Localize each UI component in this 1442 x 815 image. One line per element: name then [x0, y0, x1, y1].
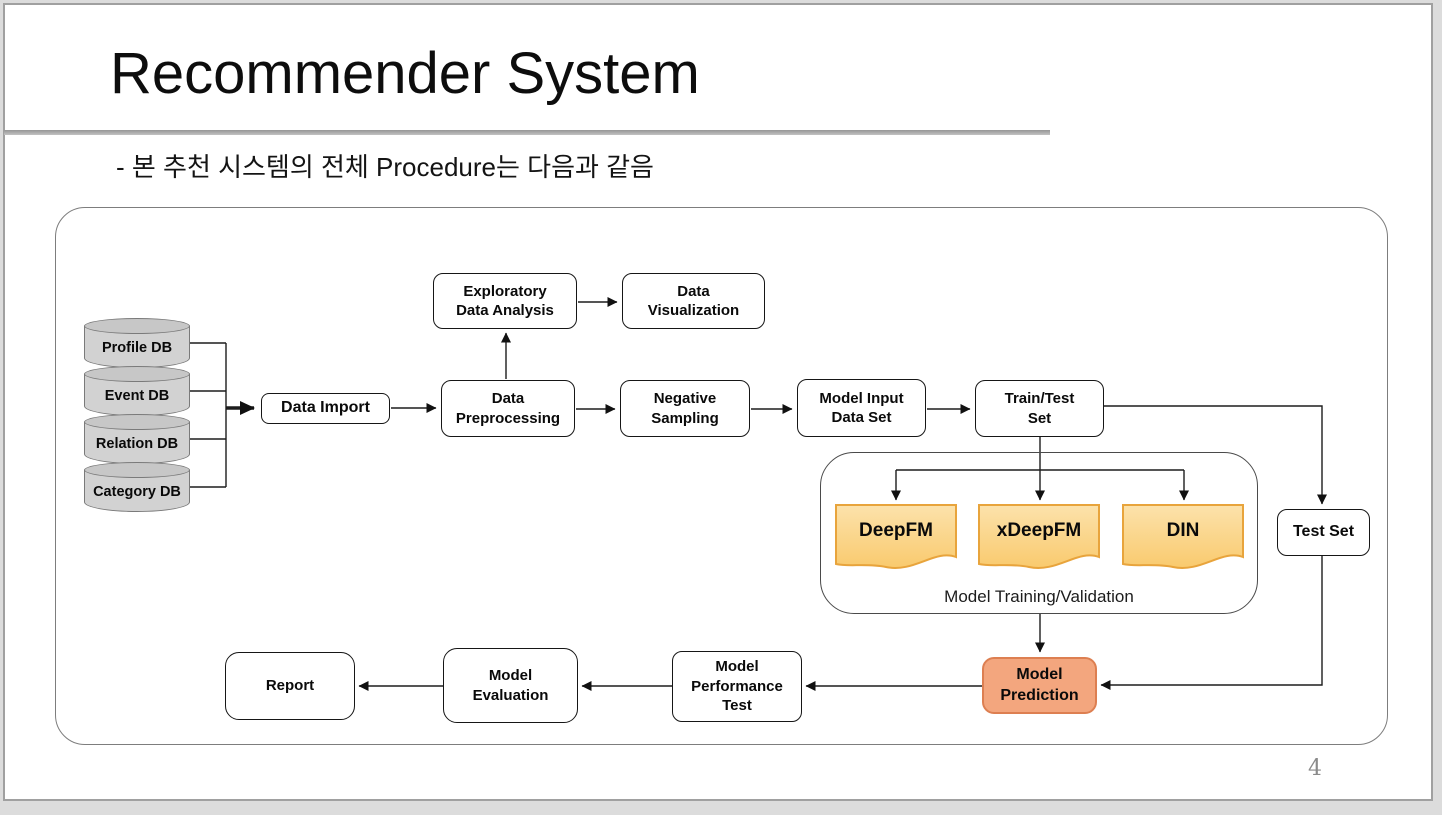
- node-train-test-set: Train/Test Set: [975, 380, 1104, 437]
- node-data-visualization: Data Visualization: [622, 273, 765, 329]
- node-data-preprocessing: Data Preprocessing: [441, 380, 575, 437]
- node-model-performance-test: Model Performance Test: [672, 651, 802, 722]
- slide-subtitle: - 본 추천 시스템의 전체 Procedure는 다음과 같음: [116, 152, 654, 182]
- node-data-import: Data Import: [261, 393, 390, 424]
- model-name: DIN: [1166, 520, 1200, 541]
- database-profile: Profile DB: [84, 318, 190, 368]
- node-model-evaluation: Model Evaluation: [443, 648, 578, 723]
- model-name: DeepFM: [859, 520, 933, 541]
- database-label: Event DB: [104, 388, 170, 404]
- node-report: Report: [225, 652, 355, 720]
- model-doc-deepfm: DeepFM: [835, 504, 957, 574]
- cylinder-top: [84, 414, 190, 430]
- node-model-input-data-set: Model Input Data Set: [797, 379, 926, 437]
- database-label: Profile DB: [101, 340, 173, 356]
- document-shape: [835, 504, 957, 569]
- node-exploratory-data-analysis: Exploratory Data Analysis: [433, 273, 577, 329]
- model-doc-xdeepfm: xDeepFM: [978, 504, 1100, 574]
- database-relation: Relation DB: [84, 414, 190, 464]
- page-number: 4: [1308, 756, 1322, 781]
- page-title: Recommender System: [110, 41, 700, 106]
- document-shape: [978, 504, 1100, 569]
- node-model-prediction: Model Prediction: [982, 657, 1097, 714]
- cylinder-top: [84, 366, 190, 382]
- database-label: Category DB: [93, 484, 181, 500]
- training-group-label: Model Training/Validation: [944, 587, 1134, 606]
- model-name: xDeepFM: [996, 520, 1082, 541]
- cylinder-top: [84, 462, 190, 478]
- title-divider: [4, 130, 1050, 135]
- database-event: Event DB: [84, 366, 190, 416]
- model-training-validation-group: Model Training/Validation: [820, 452, 1258, 614]
- cylinder-top: [84, 318, 190, 334]
- document-shape: [1122, 504, 1244, 569]
- database-category: Category DB: [84, 462, 190, 512]
- node-test-set: Test Set: [1277, 509, 1370, 556]
- node-negative-sampling: Negative Sampling: [620, 380, 750, 437]
- model-doc-din: DIN: [1122, 504, 1244, 574]
- database-label: Relation DB: [95, 436, 179, 452]
